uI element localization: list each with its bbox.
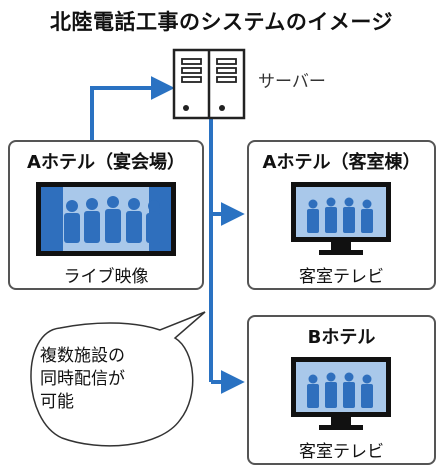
box-a-hotel-banquet: Aホテル（宴会場） ライブ映像 xyxy=(8,140,204,290)
tv-icon xyxy=(291,182,391,255)
bubble-line: 複数施設の xyxy=(40,346,125,366)
box-subtitle: 客室テレビ xyxy=(299,442,384,462)
diagram-title: 北陸電話工事のシステムのイメージ xyxy=(50,10,393,34)
bubble-line: 可能 xyxy=(40,392,74,412)
box-b-hotel: Bホテル 客室テレビ xyxy=(247,315,436,465)
large-screen-icon xyxy=(36,182,176,256)
tv-icon xyxy=(291,357,391,430)
box-a-hotel-guestroom: Aホテル（客室棟） 客室テレビ xyxy=(247,140,436,290)
speech-bubble xyxy=(30,311,206,447)
box-subtitle: 客室テレビ xyxy=(299,267,384,287)
box-title: Aホテル（宴会場） xyxy=(27,152,185,173)
uplink-arrow xyxy=(90,76,175,140)
server-label: サーバー xyxy=(258,72,326,92)
bubble-text: 複数施設の 同時配信が 可能 xyxy=(40,345,160,414)
box-title: Bホテル xyxy=(307,327,376,348)
box-title: Aホテル（客室棟） xyxy=(262,152,421,173)
box-subtitle: ライブ映像 xyxy=(63,267,149,287)
server-icon xyxy=(172,48,246,120)
bubble-line: 同時配信が xyxy=(40,369,125,389)
